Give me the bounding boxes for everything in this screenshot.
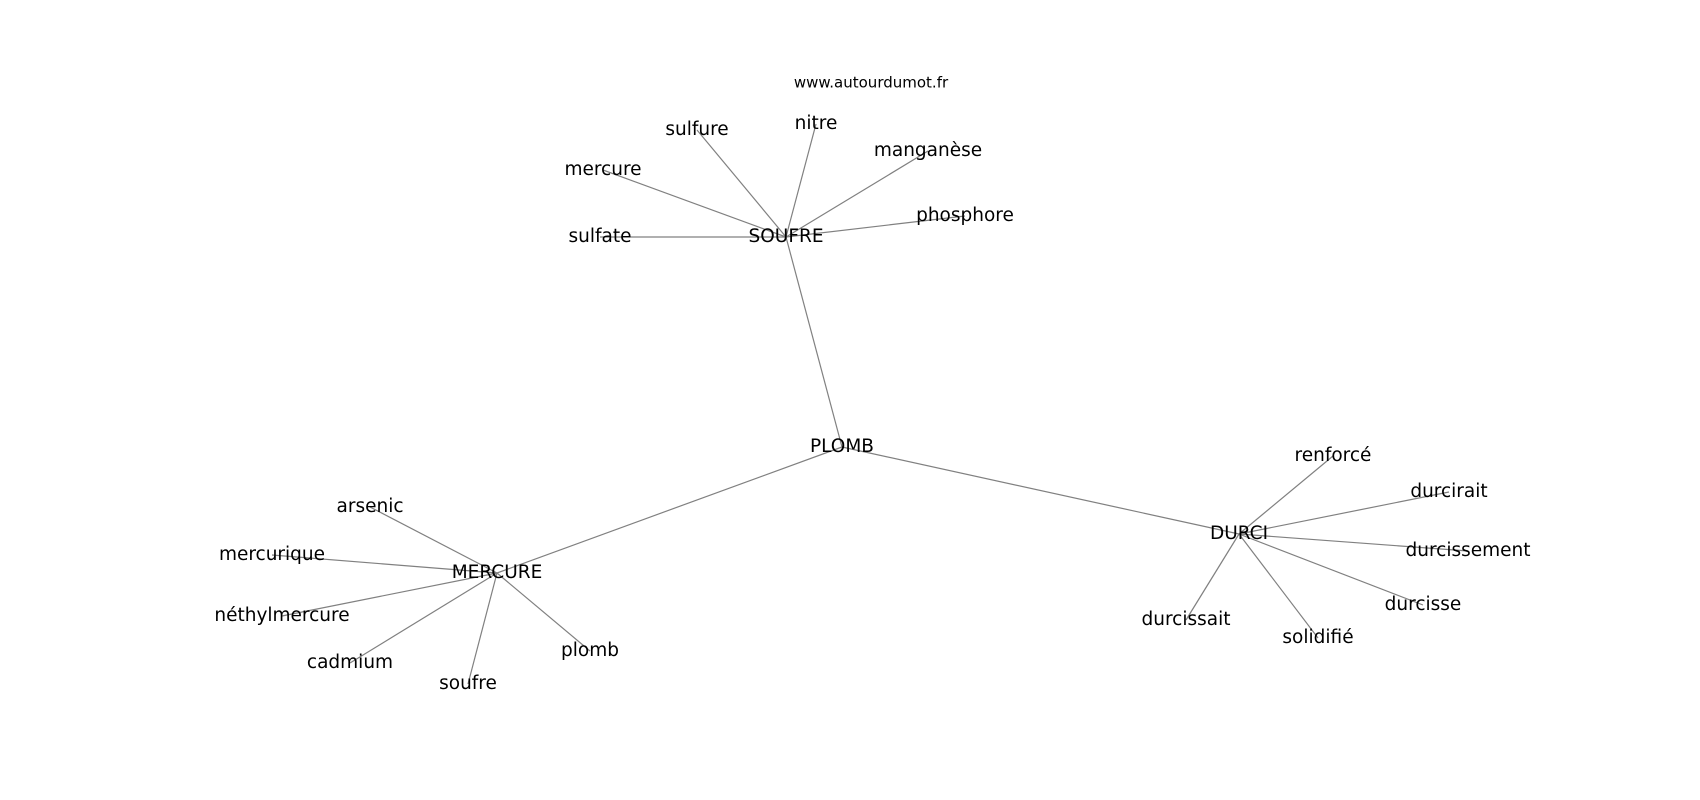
edge-durci_h-d_solidifie: [1238, 533, 1319, 639]
node-d-durcissait: durcissait: [1142, 609, 1231, 630]
node-m-cadmium: cadmium: [307, 652, 393, 673]
node-plomb-c: PLOMB: [810, 436, 874, 457]
edge-soufre_h-s_sulfure: [696, 129, 787, 238]
node-soufre-h: SOUFRE: [748, 226, 823, 247]
node-m-methylmercure: néthylmercure: [214, 605, 349, 626]
node-m-mercurique: mercurique: [219, 544, 325, 565]
edge-durci_h-d_durcissement: [1238, 533, 1469, 552]
source-watermark: www.autourdumot.fr: [794, 74, 949, 92]
edge-plomb_c-durci_h: [841, 446, 1240, 535]
node-d-renforce: renforcé: [1295, 445, 1372, 466]
node-m-arsenic: arsenic: [337, 496, 404, 517]
edge-plomb_c-mercure_h: [496, 446, 843, 574]
node-durci-h: DURCI: [1210, 523, 1268, 544]
node-m-plomb: plomb: [561, 640, 619, 661]
node-m-soufre: soufre: [439, 673, 497, 694]
edge-mercure_h-m_cadmium: [349, 572, 498, 664]
node-s-sulfate: sulfate: [569, 226, 632, 247]
edge-soufre_h-s_manganese: [785, 150, 929, 238]
edge-durci_h-d_durcirait: [1238, 491, 1450, 535]
edge-soufre_h-s_phosphore: [785, 215, 966, 238]
node-s-sulfure: sulfure: [665, 119, 728, 140]
node-s-phosphore: phosphore: [916, 205, 1014, 226]
edge-durci_h-d_durcisse: [1238, 533, 1424, 606]
nodes-layer: PLOMB SOUFRE MERCURE DURCI sulfure nitre manga…: [214, 113, 1530, 694]
edge-soufre_h-s_nitre: [785, 123, 817, 238]
edge-mercure_h-m_methylmercure: [281, 572, 498, 617]
edges-layer: [271, 123, 1469, 685]
edge-plomb_c-soufre_h: [785, 236, 843, 448]
node-d-durcisse: durcisse: [1385, 594, 1462, 615]
node-d-durcissement: durcissement: [1405, 540, 1530, 561]
node-s-mercure: mercure: [564, 159, 641, 180]
edge-mercure_h-m_soufre: [467, 572, 498, 685]
node-d-solidifie: solidifié: [1282, 627, 1353, 648]
node-s-manganese: manganèse: [874, 140, 982, 161]
edge-durci_h-d_renforce: [1238, 455, 1334, 535]
node-d-durcirait: durcirait: [1410, 481, 1487, 502]
edge-soufre_h-s_mercure: [602, 169, 787, 238]
edge-durci_h-d_durcissait: [1185, 533, 1240, 621]
edge-mercure_h-m_plomb: [496, 572, 591, 652]
node-s-nitre: nitre: [795, 113, 838, 134]
node-mercure-h: MERCURE: [452, 562, 543, 583]
edge-mercure_h-m_arsenic: [369, 506, 498, 574]
edge-mercure_h-m_mercurique: [271, 554, 498, 574]
